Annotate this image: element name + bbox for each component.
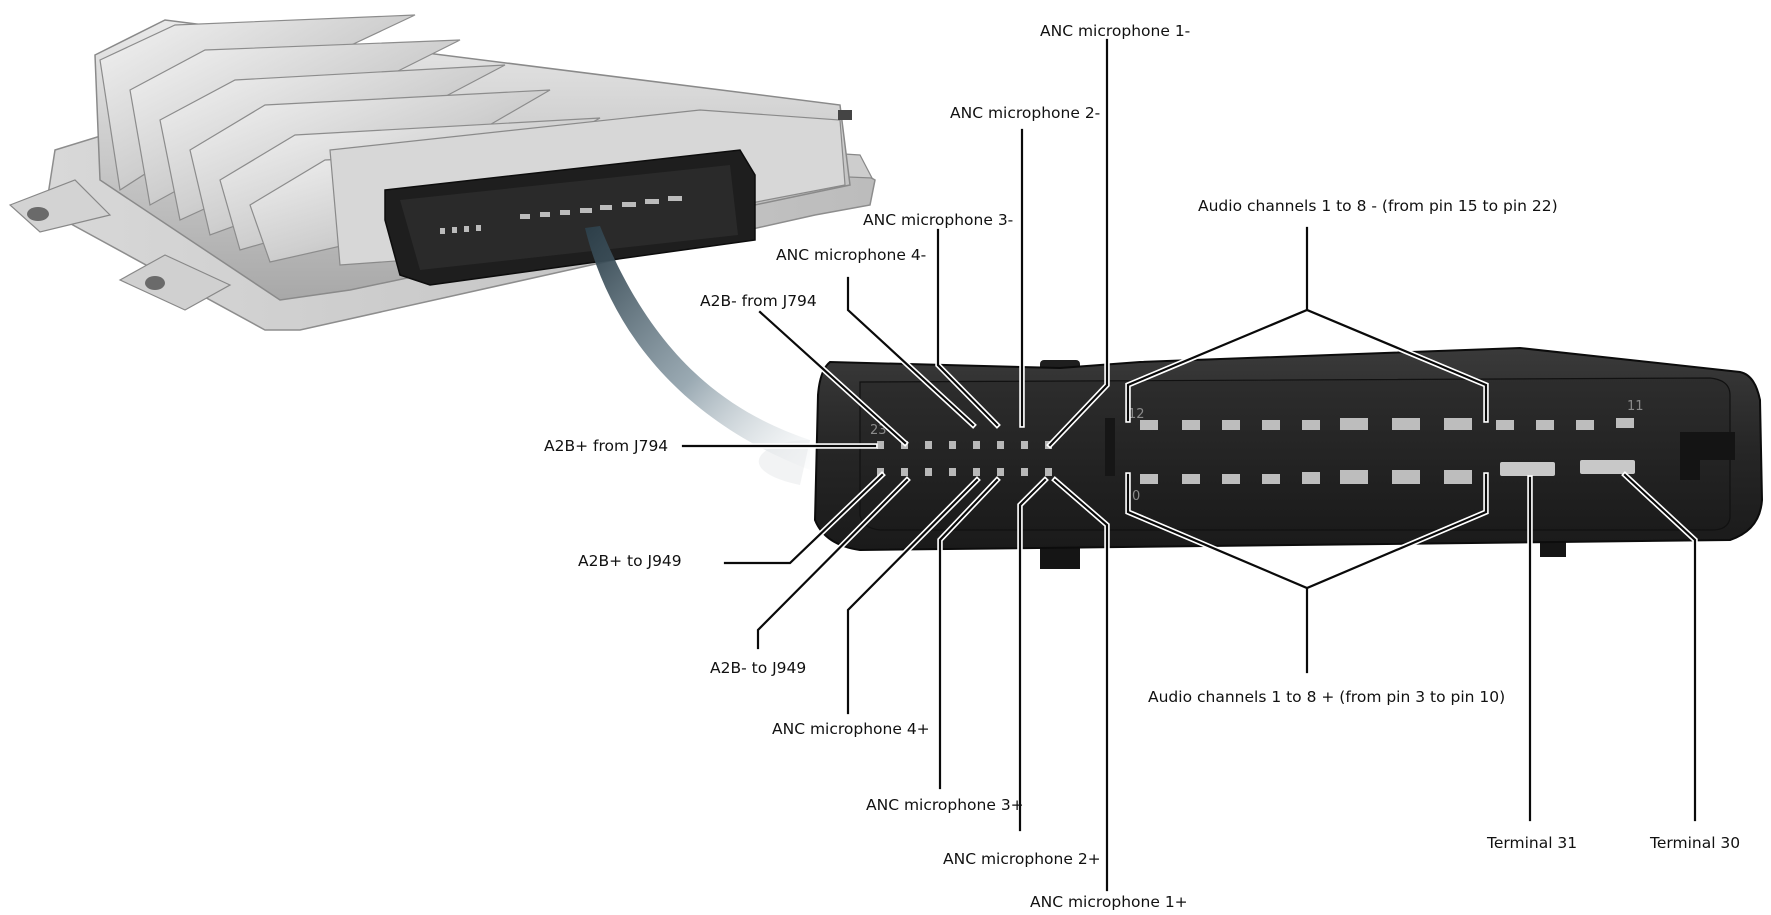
connector-tab xyxy=(1040,545,1080,569)
label-anc-mic-3-neg: ANC microphone 3- xyxy=(863,211,1014,229)
leader-anc-mic-2-pos xyxy=(1018,478,1047,832)
pin-number-12: 12 xyxy=(1128,407,1145,422)
label-anc-mic-4-pos: ANC microphone 4+ xyxy=(772,720,930,738)
housing-connector-pins xyxy=(440,196,682,234)
label-terminal-31: Terminal 31 xyxy=(1487,834,1578,852)
small-pins-lower-row xyxy=(877,468,1052,476)
connector-latch xyxy=(1680,432,1735,480)
audio-pins-lower-row xyxy=(1140,470,1472,484)
label-anc-mic-4-neg: ANC microphone 4- xyxy=(776,246,927,264)
label-a2b-neg-from-j794: A2B- from J794 xyxy=(700,292,817,310)
connector-key-rib xyxy=(1105,418,1115,476)
label-a2b-neg-to-j949: A2B- to J949 xyxy=(710,659,807,677)
leader-lines xyxy=(680,37,1698,893)
pin-terminal-30 xyxy=(1580,460,1635,474)
label-a2b-pos-from-j794: A2B+ from J794 xyxy=(544,437,669,455)
label-anc-mic-1-pos: ANC microphone 1+ xyxy=(1030,893,1188,911)
label-terminal-30: Terminal 30 xyxy=(1650,834,1741,852)
pin-terminal-31 xyxy=(1500,462,1555,476)
leader-audio-neg-bracket xyxy=(1126,308,1488,422)
leader-anc-mic-1-neg xyxy=(1048,38,1109,447)
housing-connector-face xyxy=(400,165,738,270)
connector-cavity xyxy=(859,377,1731,531)
label-anc-mic-1-neg: ANC microphone 1- xyxy=(1040,22,1191,40)
housing-vent xyxy=(838,110,852,120)
label-audio-channels-neg: Audio channels 1 to 8 - (from pin 15 to … xyxy=(1198,197,1558,215)
leader-anc-mic-1-pos xyxy=(1053,478,1109,892)
label-anc-mic-3-pos: ANC microphone 3+ xyxy=(866,796,1024,814)
leader-terminal-30 xyxy=(1623,473,1697,822)
leader-a2b-neg-from-j794 xyxy=(758,310,907,445)
leader-audio-pos-bracket xyxy=(1126,473,1488,590)
leader-anc-mic-3-pos xyxy=(938,478,999,790)
leader-anc-mic-3-neg xyxy=(936,228,999,427)
audio-pins-upper-row xyxy=(1140,418,1634,430)
label-a2b-pos-to-j949: A2B+ to J949 xyxy=(578,552,682,570)
leader-a2b-pos-to-j949 xyxy=(723,473,884,565)
leader-anc-mic-4-pos xyxy=(846,478,979,715)
label-anc-mic-2-neg: ANC microphone 2- xyxy=(950,104,1101,122)
swoosh-glow xyxy=(758,440,810,485)
mount-hole xyxy=(145,276,165,290)
leader-a2b-neg-to-j949 xyxy=(756,478,909,650)
pin-number-11: 11 xyxy=(1627,399,1644,414)
mounting-ear-bottom xyxy=(118,254,232,311)
leader-anc-mic-4-neg xyxy=(846,276,975,427)
pin-number-0: 0 xyxy=(1132,489,1140,504)
label-audio-channels-pos: Audio channels 1 to 8 + (from pin 3 to p… xyxy=(1148,688,1506,706)
label-anc-mic-2-pos: ANC microphone 2+ xyxy=(943,850,1101,868)
pin-number-end: 23 xyxy=(870,423,887,438)
amplifier-housing xyxy=(8,14,876,331)
mount-hole xyxy=(27,207,49,221)
